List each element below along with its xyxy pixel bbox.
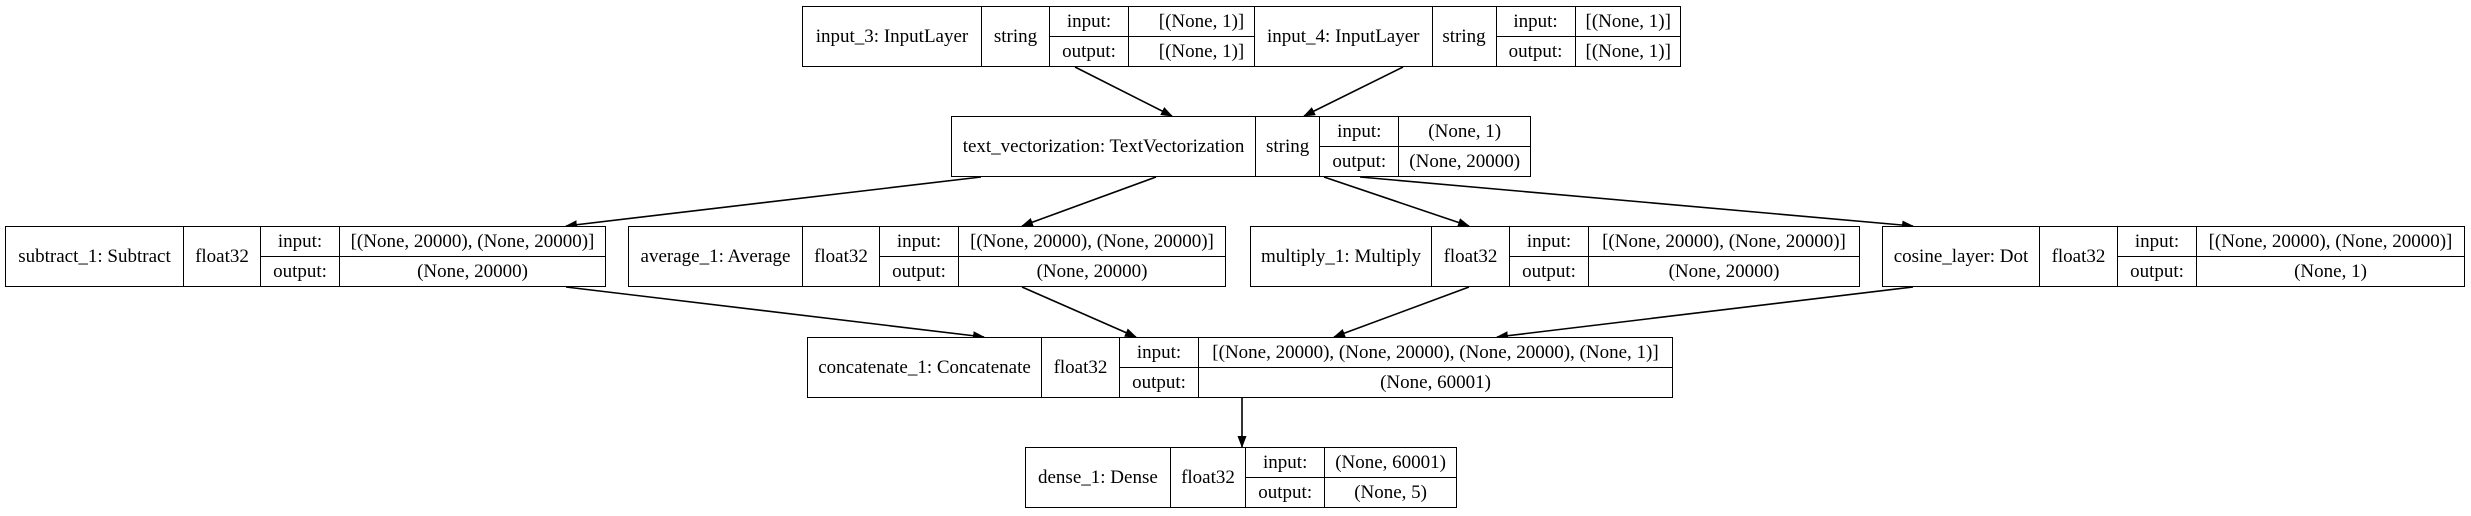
input-shape: [(None, 20000), (None, 20000)] <box>2196 227 2464 256</box>
edge-subtract-1-to-concatenate-1 <box>565 286 985 341</box>
edge-input-3-to-text-vectorization <box>1074 66 1173 117</box>
input-label: input: <box>1337 120 1382 142</box>
node-name: subtract_1: Subtract <box>18 245 171 267</box>
edge-text-vectorization-to-average-1 <box>1021 176 1157 227</box>
input-shape: [(None, 20000), (None, 20000)] <box>339 227 605 256</box>
node-multiply-1[interactable]: multiply_1: Multiply float32 input: [(Non… <box>1250 226 1860 287</box>
node-shapes: input: [(None, 20000), (None, 20000)] out… <box>1509 227 1859 286</box>
output-shape: (None, 20000) <box>958 257 1225 286</box>
output-label: output: <box>1332 150 1387 172</box>
node-dtype: string <box>981 7 1049 66</box>
node-shapes: input: (None, 60001) output: (None, 5) <box>1245 448 1456 507</box>
input-label: input: <box>1513 10 1558 32</box>
node-shapes: input: [(None, 20000), (None, 20000)] out… <box>879 227 1225 286</box>
edge-text-vectorization-to-subtract-1 <box>565 176 982 230</box>
input-label: input: <box>2134 230 2180 252</box>
input-label: input: <box>1263 451 1308 473</box>
output-shape: (None, 60001) <box>1198 368 1672 397</box>
node-name: average_1: Average <box>640 245 791 267</box>
node-name: input_3: InputLayer <box>815 25 969 47</box>
output-label: output: <box>1062 40 1116 62</box>
output-shape: (None, 20000) <box>1588 257 1859 286</box>
input-shape: [(None, 20000), (None, 20000), (None, 20… <box>1198 338 1672 367</box>
node-name: dense_1: Dense <box>1038 466 1158 488</box>
node-text-vectorization[interactable]: text_vectorization: TextVectorization st… <box>951 116 1531 177</box>
node-shapes: input: [(None, 1)] output: [(None, 1)] <box>1049 7 1274 66</box>
output-shape: [(None, 1)] <box>1128 37 1274 66</box>
output-shape: (None, 5) <box>1324 478 1456 507</box>
edge-input-4-to-text-vectorization <box>1303 66 1404 117</box>
node-name: input_4: InputLayer <box>1267 25 1420 47</box>
edge-multiply-1-to-concatenate-1 <box>1333 286 1470 338</box>
node-shapes: input: [(None, 20000), (None, 20000), (No… <box>1119 338 1672 397</box>
output-shape: (None, 20000) <box>1398 147 1530 176</box>
node-name: text_vectorization: TextVectorization <box>962 135 1245 157</box>
node-subtract-1[interactable]: subtract_1: Subtract float32 input: [(Non… <box>5 226 606 287</box>
input-shape: [(None, 1)] <box>1574 7 1681 36</box>
edge-text-vectorization-to-cosine-layer <box>1359 176 1914 230</box>
node-name: cosine_layer: Dot <box>1893 245 2029 267</box>
output-label: output: <box>2130 260 2184 282</box>
node-shapes: input: [(None, 20000), (None, 20000)] out… <box>260 227 605 286</box>
input-shape: (None, 60001) <box>1324 448 1456 477</box>
output-label: output: <box>273 260 327 282</box>
input-label: input: <box>1136 341 1182 363</box>
node-shapes: input: [(None, 1)] output: [(None, 1)] <box>1495 7 1681 66</box>
edge-average-1-to-concatenate-1 <box>1021 286 1137 338</box>
output-label: output: <box>1132 371 1186 393</box>
node-dense-1[interactable]: dense_1: Dense float32 input: (None, 6000… <box>1025 447 1457 508</box>
input-label: input: <box>1526 230 1572 252</box>
output-label: output: <box>1522 260 1576 282</box>
input-label: input: <box>896 230 942 252</box>
node-average-1[interactable]: average_1: Average float32 input: [(None,… <box>628 226 1226 287</box>
output-label: output: <box>892 260 946 282</box>
node-dtype: float32 <box>1041 338 1119 397</box>
node-dtype: string <box>1255 117 1319 176</box>
input-label: input: <box>1066 10 1112 32</box>
node-dtype: string <box>1431 7 1496 66</box>
node-dtype: float32 <box>2039 227 2117 286</box>
node-dtype: float32 <box>1169 448 1245 507</box>
output-shape: [(None, 1)] <box>1574 37 1681 66</box>
input-shape: [(None, 20000), (None, 20000)] <box>958 227 1225 256</box>
node-cosine-layer[interactable]: cosine_layer: Dot float32 input: [(None, … <box>1882 226 2465 287</box>
input-label: input: <box>277 230 323 252</box>
node-concatenate-1[interactable]: concatenate_1: Concatenate float32 input… <box>807 337 1673 398</box>
edge-cosine-layer-to-concatenate-1 <box>1496 286 1914 341</box>
node-input-4[interactable]: input_4: InputLayer string input: [(None,… <box>1254 6 1681 67</box>
edge-text-vectorization-to-multiply-1 <box>1323 176 1470 227</box>
node-shapes: input: [(None, 20000), (None, 20000)] out… <box>2117 227 2464 286</box>
node-dtype: float32 <box>1431 227 1509 286</box>
node-name: concatenate_1: Concatenate <box>818 356 1031 378</box>
node-dtype: float32 <box>802 227 879 286</box>
input-shape: (None, 1) <box>1398 117 1530 146</box>
node-shapes: input: (None, 1) output: (None, 20000) <box>1319 117 1531 176</box>
node-input-3[interactable]: input_3: InputLayer string input: [(None,… <box>802 6 1275 67</box>
input-shape: [(None, 1)] <box>1128 7 1274 36</box>
output-label: output: <box>1258 481 1313 503</box>
output-shape: (None, 1) <box>2196 257 2464 286</box>
output-shape: (None, 20000) <box>339 257 605 286</box>
node-dtype: float32 <box>183 227 260 286</box>
output-label: output: <box>1508 40 1563 62</box>
input-shape: [(None, 20000), (None, 20000)] <box>1588 227 1859 256</box>
node-name: multiply_1: Multiply <box>1261 245 1421 267</box>
